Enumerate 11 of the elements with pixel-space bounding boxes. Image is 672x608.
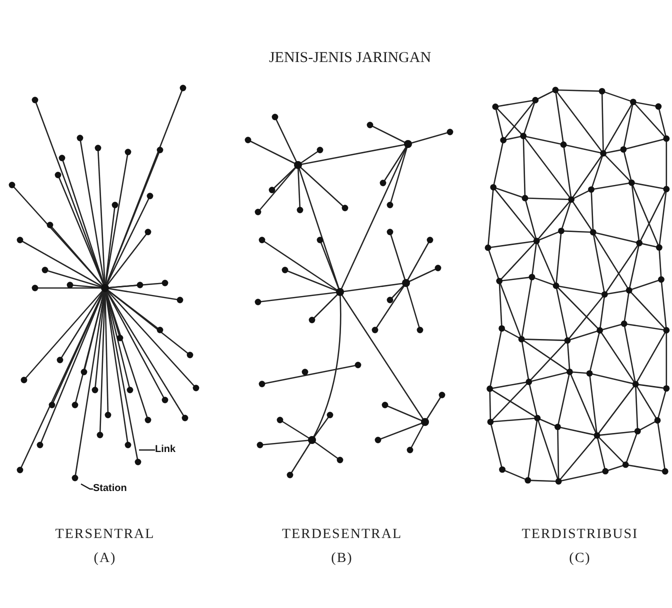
panel-letter: (B) (331, 551, 353, 567)
panel-caption: TERDESENTRAL (282, 527, 402, 543)
callout-text: Link (155, 444, 176, 456)
diagram-title: JENIS-JENIS JARINGAN (268, 50, 432, 67)
panel-caption: TERDISTRIBUSI (522, 527, 638, 543)
panel-letter: (C) (569, 551, 591, 567)
callout-text: Station (93, 483, 127, 495)
panel-letter: (A) (94, 551, 116, 567)
leader-line (80, 483, 93, 490)
leader-line (139, 449, 155, 451)
panel-caption: TERSENTRAL (55, 527, 155, 543)
